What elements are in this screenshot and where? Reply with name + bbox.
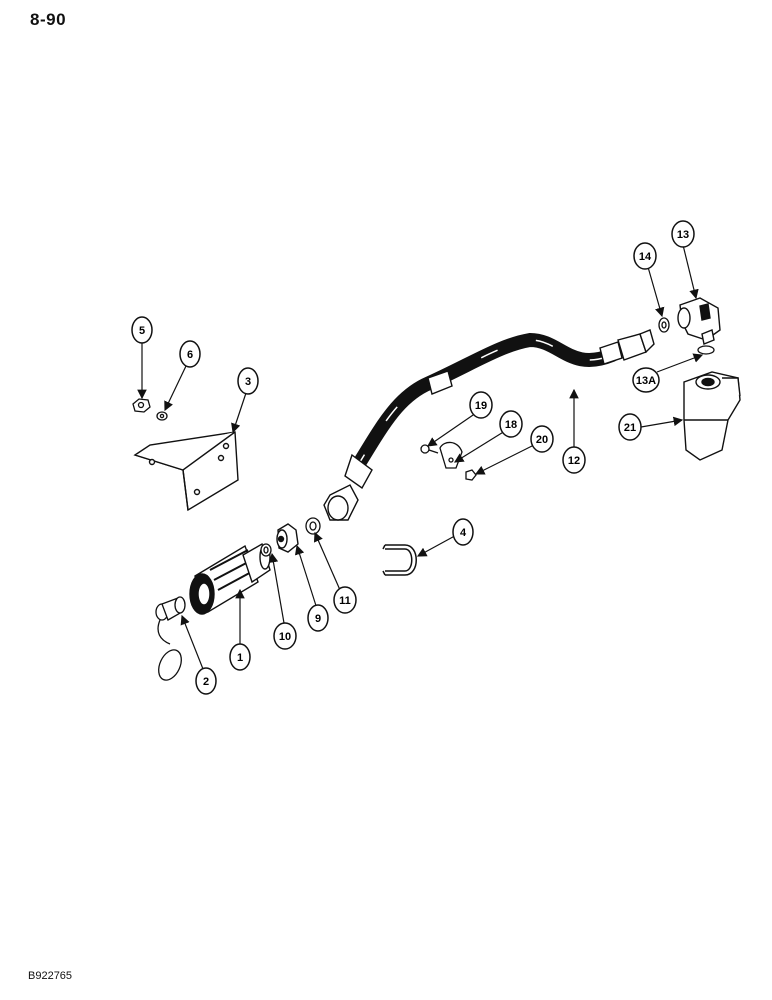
o-ring — [658, 317, 670, 333]
nut — [132, 398, 151, 413]
figure-code: B922765 — [28, 970, 73, 982]
callout-20: 20 — [530, 425, 554, 453]
lock-washer — [156, 411, 168, 421]
dust-cap — [155, 596, 186, 681]
callout-14: 14 — [633, 242, 657, 270]
callout-label: 1 — [237, 652, 243, 664]
valve-body — [683, 371, 741, 461]
callout-label: 10 — [279, 631, 291, 643]
quick-coupler — [189, 542, 271, 615]
callout-13: 13 — [671, 220, 695, 248]
elbow-fitting — [677, 297, 721, 345]
callout-5: 5 — [131, 316, 153, 344]
callout-label: 12 — [568, 455, 580, 467]
callout-4: 4 — [452, 518, 474, 546]
callout-label: 19 — [475, 400, 487, 412]
callout-label: 2 — [203, 676, 209, 688]
callout-label: 20 — [536, 434, 548, 446]
callout-label: 3 — [245, 376, 251, 388]
callout-label: 14 — [639, 251, 652, 263]
callout-19: 19 — [469, 391, 493, 419]
callout-label: 6 — [187, 349, 193, 361]
clamp-nut — [465, 469, 477, 481]
adapter-fitting — [276, 523, 299, 553]
callout-3: 3 — [237, 367, 259, 395]
callout-label: 9 — [315, 613, 321, 625]
callout-label: 21 — [624, 422, 636, 434]
mounting-bracket — [133, 431, 239, 512]
callout-1: 1 — [229, 643, 251, 671]
callout-label: 11 — [339, 595, 351, 607]
callout-18: 18 — [499, 410, 523, 438]
callout-6: 6 — [179, 340, 201, 368]
leader-lines — [137, 244, 704, 670]
callout-label: 4 — [460, 527, 467, 539]
callout-11: 11 — [333, 586, 357, 614]
callout-2: 2 — [195, 667, 217, 695]
callout-9: 9 — [307, 604, 329, 632]
hydraulic-hose — [323, 329, 655, 521]
callout-12: 12 — [562, 446, 586, 474]
callout-label: 13 — [677, 229, 689, 241]
page-number: 8-90 — [30, 10, 67, 29]
washer — [305, 517, 321, 535]
callout-label: 5 — [139, 325, 145, 337]
callout-10: 10 — [273, 622, 297, 650]
callout-21: 21 — [618, 413, 642, 441]
clamp-screw — [420, 444, 439, 454]
seal-ring — [260, 543, 272, 557]
callout-label: 13A — [636, 375, 656, 387]
callout-13a: 13A — [632, 367, 660, 393]
o-ring-13a — [697, 345, 715, 355]
hose-clamp — [439, 441, 463, 469]
u-bolt — [382, 544, 417, 576]
callout-label: 18 — [505, 419, 517, 431]
